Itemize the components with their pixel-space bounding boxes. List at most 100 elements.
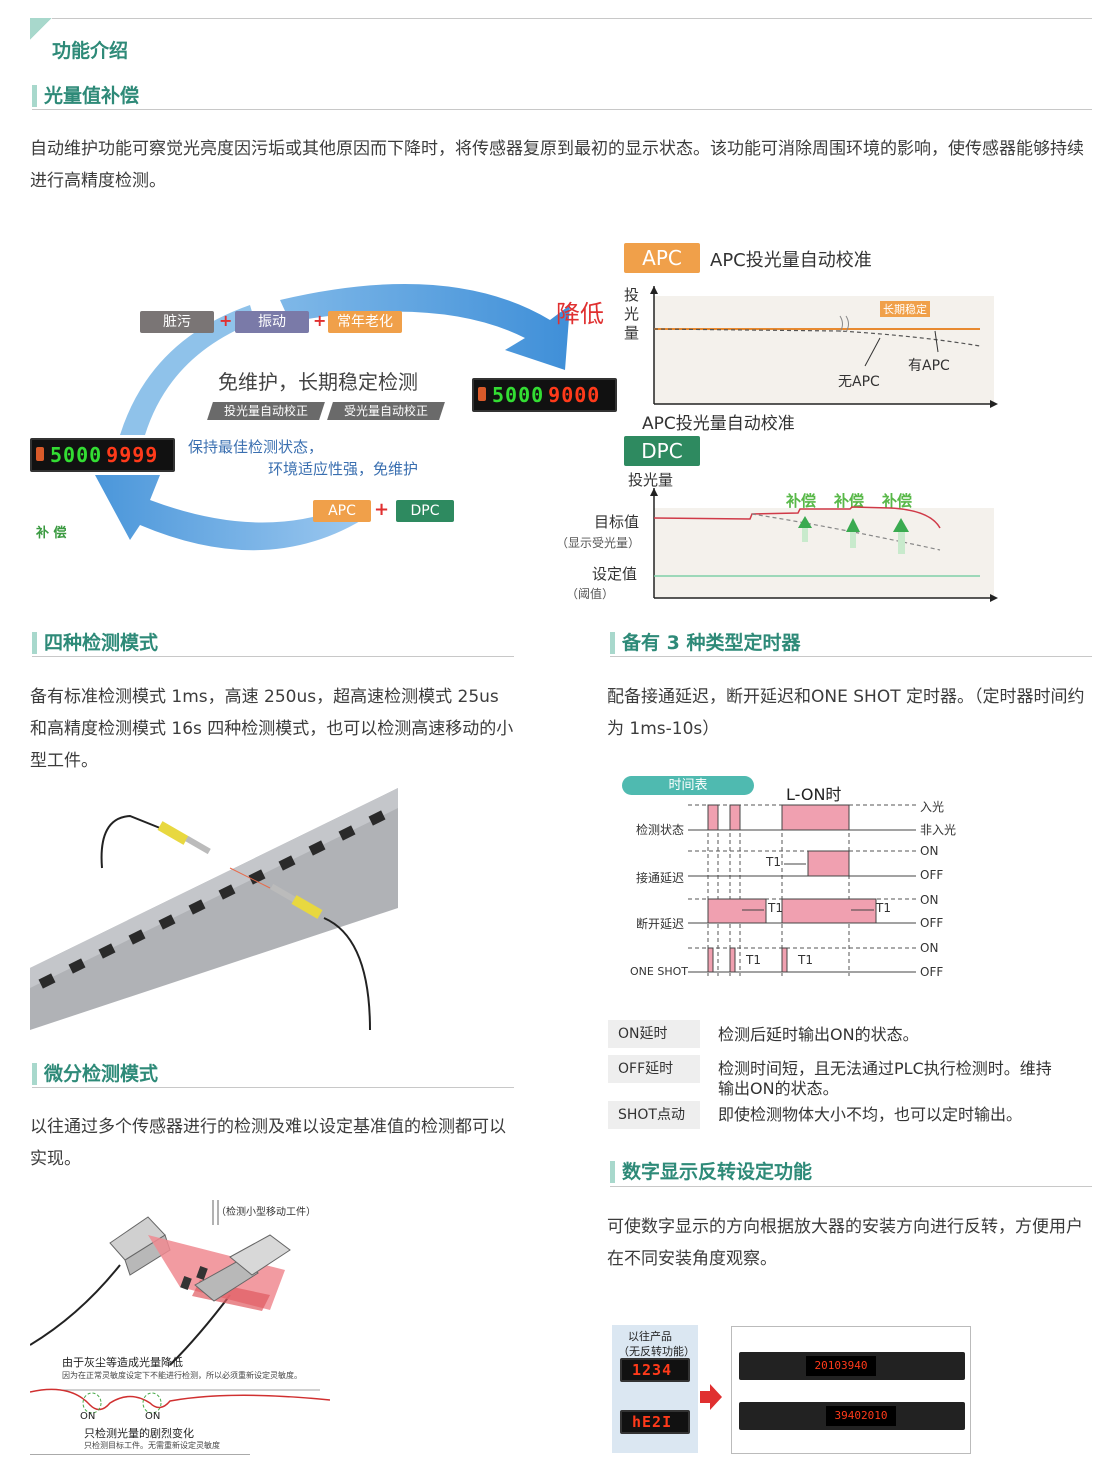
plus-sign-2: + — [313, 311, 327, 330]
timing-t1-e: T1 — [798, 953, 813, 967]
tag-receive-correction: 受光量自动校正 — [327, 402, 445, 420]
timing-in-light: 入光 — [920, 800, 945, 814]
dpc-target-sub: （显示受光量） — [556, 536, 641, 550]
arrow-right-icon — [700, 1384, 722, 1410]
diff-note1-sub: 因为在正常灵敏度设定下不能进行检测，所以必须重新设定灵敏度。 — [62, 1371, 302, 1380]
section-title-digital: 数字显示反转设定功能 — [610, 1160, 812, 1184]
section-line-modes — [32, 656, 514, 657]
apc-chart-title: APC投光量自动校准 — [710, 250, 872, 271]
timing-row-one-shot: ONE SHOT — [630, 965, 688, 978]
old-lcd-1: 1234 — [620, 1358, 690, 1382]
apc-chart — [650, 286, 998, 408]
diff-note1: 由于灰尘等造成光量降低 — [62, 1356, 183, 1369]
timing-row-on-delay: 接通延迟 — [636, 871, 685, 885]
diff-note2-sub: 只检测目标工件。无需重新设定灵敏度 — [84, 1441, 220, 1450]
timer-row-desc-off: 检测时间短，且无法通过PLC执行检测时。维持输出ON的状态。 — [718, 1059, 1052, 1098]
timer-row-label-shot: SHOT点动 — [608, 1101, 700, 1129]
section-title-diff: 微分检测模式 — [32, 1062, 158, 1086]
timing-off-1: OFF — [920, 868, 944, 882]
cycle-note-1: 保持最佳检测状态， — [188, 438, 324, 456]
timer-row-desc-shot: 即使检测物体大小不均，也可以定时输出。 — [718, 1105, 1023, 1124]
section-line-digital — [610, 1186, 1092, 1187]
timing-on-3: ON — [920, 941, 939, 955]
arrow-left-upper — [120, 305, 255, 435]
dpc-badge: DPC — [624, 436, 700, 466]
section-text-timer: 配备接通延迟，断开延迟和ONE SHOT 定时器。（定时器时间约为 1ms-10… — [607, 687, 1085, 739]
section-line-timer — [610, 656, 1092, 657]
old-product-label-1: 以往产品 — [628, 1330, 672, 1343]
section-line-light — [32, 109, 1092, 110]
section-line-diff — [32, 1087, 514, 1088]
old-product-label-2: （无反转功能） — [618, 1345, 695, 1358]
timer-row-desc-on: 检测后延时输出ON的状态。 — [718, 1025, 919, 1044]
new-product-panel — [731, 1326, 971, 1454]
page-title: 功能介绍 — [52, 40, 129, 62]
timing-row-off-delay: 断开延迟 — [636, 917, 685, 931]
dpc-comp-3: 补偿 — [882, 492, 913, 510]
apc-tag: APC — [313, 500, 371, 522]
cycle-headline: 免维护，长期稳定检测 — [218, 370, 418, 394]
section-title-modes: 四种检测模式 — [32, 631, 158, 655]
timer-row-label-on: ON延时 — [608, 1020, 700, 1048]
dpc-comp-2: 补偿 — [834, 492, 865, 510]
compensate-label: 补 偿 — [36, 526, 67, 541]
header-top-line — [52, 18, 1092, 19]
vibration-tag: 振动 — [235, 311, 309, 333]
timing-header: L-ON时 — [786, 785, 842, 804]
section-text-digital: 可使数字显示的方向根据放大器的安装方向进行反转，方便用户在不同安装角度观察。 — [607, 1217, 1083, 1269]
timing-badge: 时间表 — [622, 776, 754, 795]
dpc-target-label: 目标值 — [594, 513, 640, 531]
dirt-tag: 脏污 — [140, 311, 214, 333]
diff-on-2: ON — [145, 1411, 161, 1422]
dpc-ylabel: 投光量 — [628, 471, 674, 489]
timing-t1-d: T1 — [746, 953, 761, 967]
apc-stable-label: 长期稳定 — [880, 301, 930, 317]
diff-sensor-image — [30, 1200, 330, 1455]
decrease-label: 降低 — [556, 300, 604, 328]
dpc-setpoint-label: 设定值 — [592, 565, 638, 583]
section-text-light: 自动维护功能可察觉光亮度因污垢或其他原因而下降时，将传感器复原到最初的显示状态。… — [30, 139, 1084, 191]
cycle-arrows — [95, 284, 570, 551]
timing-t1-a: T1 — [766, 855, 781, 869]
diff-note2: 只检测光量的剧烈变化 — [84, 1427, 194, 1440]
old-lcd-2: hE2I — [620, 1410, 690, 1434]
new-lcd-1: 20103940 — [806, 1356, 876, 1376]
dpc-target-line — [653, 506, 941, 529]
apc-ylabel: 投光量 — [624, 286, 640, 342]
timing-no-light: 非入光 — [920, 823, 957, 837]
timing-off-3: OFF — [920, 965, 944, 979]
timing-row-detect: 检测状态 — [636, 823, 685, 837]
dpc-tag: DPC — [396, 500, 454, 522]
timing-on-2: ON — [920, 893, 939, 907]
tag-emit-correction: 投光量自动校正 — [207, 402, 325, 420]
dpc-decay-line — [751, 513, 941, 551]
timer-row-label-off: OFF延时 — [608, 1055, 700, 1083]
timing-chart — [688, 804, 916, 976]
diff-caption: （检测小型移动工件） — [216, 1207, 316, 1218]
timing-on-1: ON — [920, 844, 939, 858]
diff-on-1: ON — [80, 1411, 96, 1422]
timing-off-2: OFF — [920, 916, 944, 930]
dpc-chart — [650, 488, 998, 602]
conveyor-image — [30, 788, 398, 1030]
cycle-note-2: 环境适应性强，免维护 — [268, 460, 419, 478]
arrow-top — [280, 284, 570, 370]
timing-t1-b: T1 — [768, 901, 783, 915]
aging-tag: 常年老化 — [328, 311, 402, 333]
timing-t1-c: T1 — [876, 901, 891, 915]
apc-without-label: 无APC — [838, 374, 880, 390]
arrow-bottom — [95, 475, 370, 551]
dpc-setpoint-sub: （阈值） — [566, 587, 615, 601]
apc-with-label: 有APC — [908, 358, 950, 374]
new-lcd-2: 39402010 — [826, 1406, 896, 1426]
section-title-timer: 备有 3 种类型定时器 — [610, 631, 800, 655]
section-text-modes: 备有标准检测模式 1ms，高速 250us，超高速检测模式 25us 和高精度检… — [30, 687, 514, 771]
dpc-comp-1: 补偿 — [786, 492, 817, 510]
plus-sign-1: + — [219, 311, 233, 330]
header-corner-mark — [30, 18, 52, 40]
section-title-light: 光量值补偿 — [32, 84, 139, 108]
section-text-diff: 以往通过多个传感器进行的检测及难以设定基准值的检测都可以实现。 — [30, 1117, 506, 1169]
plus-sign-3: + — [374, 499, 390, 520]
